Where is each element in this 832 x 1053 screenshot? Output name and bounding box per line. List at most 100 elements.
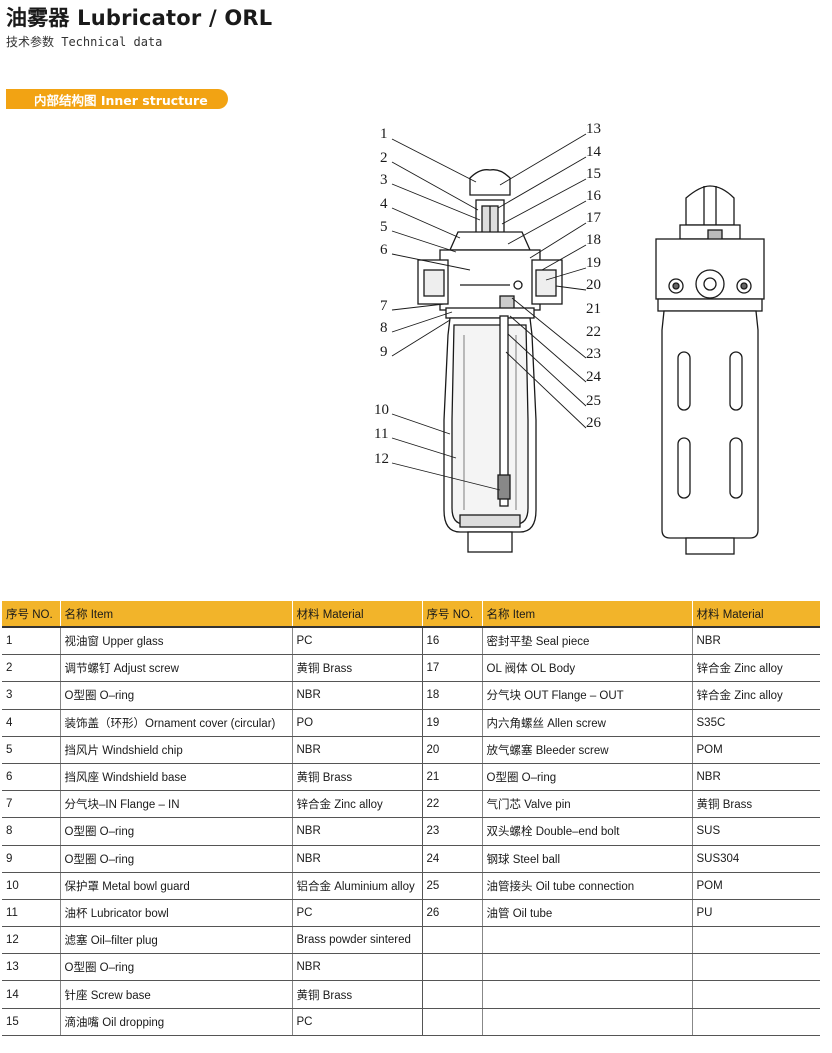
callout-4: 4 [380,196,388,212]
table-cell: 视油窗 Upper glass [59,627,292,656]
table-cell: 1 [2,627,60,656]
table-cell: POM [691,872,820,900]
table-cell: 26 [421,899,482,928]
callout-21: 21 [586,301,601,317]
table-cell: 3 [2,681,60,710]
table-cell: 19 [421,709,482,737]
table-cell [481,1008,692,1036]
table-cell: 24 [421,845,482,873]
table-cell [421,1008,482,1036]
table-cell: 15 [2,1008,60,1036]
callout-12: 12 [374,451,389,467]
col-header: 序号 NO. [421,601,482,628]
callout-7: 7 [380,298,388,314]
table-cell [481,926,692,955]
table-cell: SUS [691,817,820,846]
table-cell: Brass powder sintered [291,926,422,955]
table-cell [421,980,482,1009]
callout-6: 6 [380,242,388,258]
table-cell: OL 阀体 OL Body [481,654,692,683]
page-subtitle: 技术参数 Technical data [6,35,163,49]
table-cell: PC [291,1008,422,1036]
col-header: 名称 Item [481,601,692,628]
callout-26: 26 [586,415,602,431]
table-cell: 密封平垫 Seal piece [481,627,692,656]
table-cell: NBR [291,953,422,982]
callout-19: 19 [586,255,601,271]
table-cell: PC [291,627,422,656]
table-cell: 20 [421,736,482,764]
inner-structure-drawing: 1 2 3 4 5 6 7 8 9 10 11 12 13 14 15 16 1… [374,121,765,555]
section-tag: 内部结构图 Inner structure [6,89,228,109]
table-cell: 23 [421,817,482,846]
table-cell: O型圈 O–ring [59,681,292,710]
table-cell: 21 [421,763,482,792]
table-cell: 黄铜 Brass [291,980,422,1009]
table-cell [691,926,820,955]
table-cell: NBR [691,763,820,792]
cross-section-view [417,169,563,553]
table-cell: 黄铜 Brass [691,790,820,819]
table-cell: SUS304 [691,845,820,873]
table-cell: 油管 Oil tube [481,899,692,928]
table-cell: 保护罩 Metal bowl guard [59,872,292,900]
table-cell: 7 [2,790,60,819]
callout-15: 15 [586,166,601,182]
table-cell: S35C [691,709,820,737]
callout-3: 3 [380,172,388,188]
callout-9: 9 [380,344,388,360]
table-cell: 装饰盖（环形）Ornament cover (circular) [59,709,292,737]
table-cell: 分气块–IN Flange – IN [59,790,292,819]
table-cell: O型圈 O–ring [481,763,692,792]
col-header: 序号 NO. [2,601,60,628]
table-cell: 钢球 Steel ball [481,845,692,873]
callout-2: 2 [380,150,388,166]
table-cell [691,980,820,1009]
callout-23: 23 [586,346,601,362]
table-cell: NBR [691,627,820,656]
table-cell [481,980,692,1009]
table-cell: 锌合金 Zinc alloy [691,654,820,683]
table-header-row: 序号 NO. 名称 Item 材料 Material 序号 NO. 名称 Ite… [2,601,820,628]
callout-16: 16 [586,188,602,204]
table-cell: 8 [2,817,60,846]
table-cell: O型圈 O–ring [59,817,292,846]
table-cell: 滤塞 Oil–filter plug [59,926,292,955]
table-cell: O型圈 O–ring [59,953,292,982]
table-cell: 内六角螺丝 Allen screw [481,709,692,737]
table-cell: PC [291,899,422,928]
table-cell [421,926,482,955]
table-cell: 14 [2,980,60,1009]
table-cell: 气门芯 Valve pin [481,790,692,819]
table-cell: 挡风座 Windshield base [59,763,292,792]
table-cell [421,953,482,982]
callout-13: 13 [586,121,601,137]
callout-14: 14 [586,144,602,160]
table-cell: 双头螺栓 Double–end bolt [481,817,692,846]
table-cell: 分气块 OUT Flange – OUT [481,681,692,710]
table-cell: NBR [291,845,422,873]
parts-table: 序号 NO. 名称 Item 材料 Material 序号 NO. 名称 Ite… [2,601,820,1036]
table-cell: 挡风片 Windshield chip [59,736,292,764]
left-callout-numbers: 1 2 3 4 5 6 7 8 9 10 11 12 [374,126,389,467]
callout-24: 24 [586,369,602,385]
table-cell: NBR [291,736,422,764]
callout-11: 11 [374,426,388,442]
table-cell: 铝合金 Aluminium alloy [291,872,422,900]
table-cell: 18 [421,681,482,710]
table-cell: NBR [291,681,422,710]
table-cell: PO [291,709,422,737]
right-leaders [497,133,587,429]
table-cell: 锌合金 Zinc alloy [691,681,820,710]
callout-20: 20 [586,277,601,293]
callout-25: 25 [586,393,601,409]
